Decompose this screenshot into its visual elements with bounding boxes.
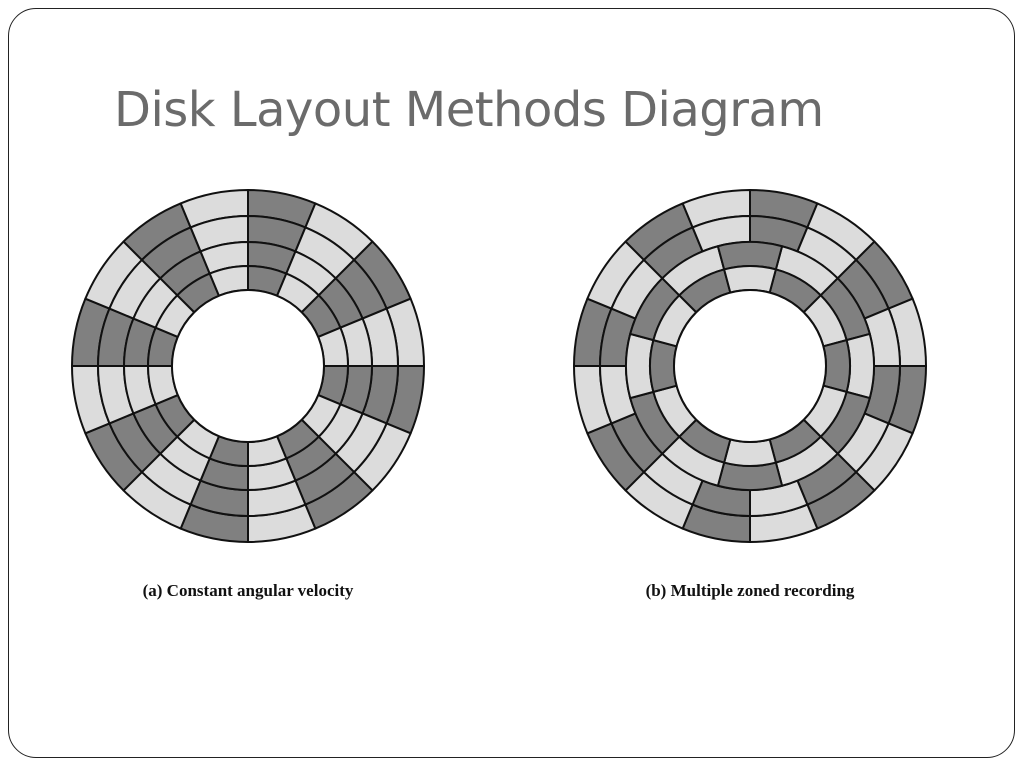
disk-zoned-track-4-sector-6	[723, 438, 777, 467]
caption-multiple-zoned-recording: (b) Multiple zoned recording	[646, 581, 855, 600]
disk-zoned	[573, 189, 927, 543]
disk-zoned-spindle-hole	[673, 289, 827, 443]
slide-title: Disk Layout Methods Diagram	[114, 82, 824, 138]
caption-constant-angular-velocity: (a) Constant angular velocity	[143, 581, 354, 600]
disk-cav-spindle-hole	[171, 289, 325, 443]
disk-zoned-track-4-sector-3	[822, 339, 851, 393]
disk-cav	[71, 189, 425, 543]
disk-zoned-track-4-sector-12	[723, 265, 777, 294]
disk-zoned-track-4-sector-9	[649, 339, 678, 393]
